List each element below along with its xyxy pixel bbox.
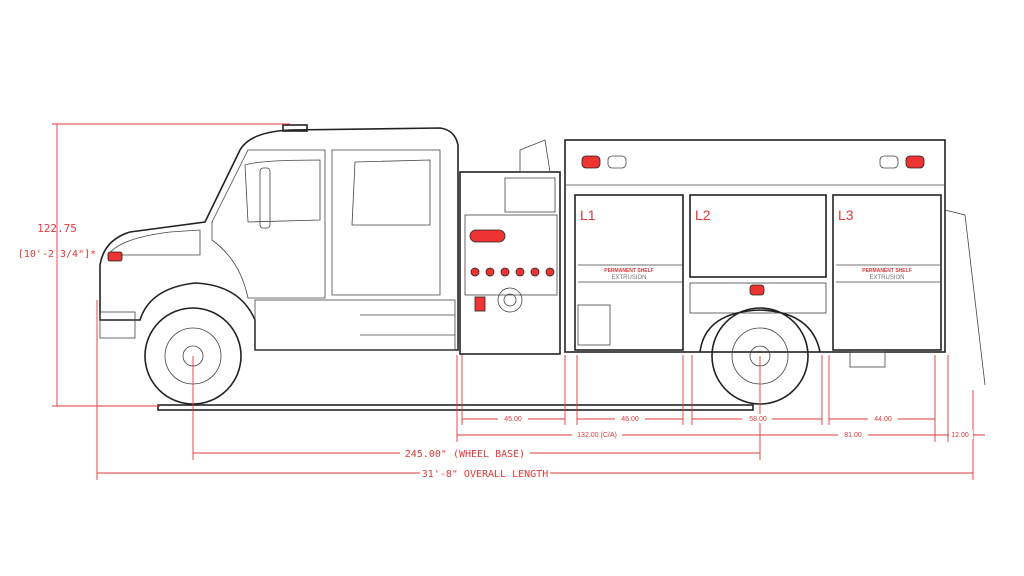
compartment-l2 bbox=[689, 194, 827, 278]
compartment-l1 bbox=[574, 194, 684, 351]
dim-44: 44.00 bbox=[874, 416, 892, 423]
height-dimension bbox=[52, 123, 290, 407]
shelf-label-l1: PERMANENT SHELF bbox=[604, 268, 653, 274]
dim-overall-length: 31'-8" OVERALL LENGTH bbox=[422, 469, 548, 480]
compartment-label-l3: L3 bbox=[838, 207, 854, 223]
dim-cab-to-axle: 132.00 (C/A) bbox=[577, 432, 617, 439]
pump-panel bbox=[459, 139, 561, 355]
apparatus-body bbox=[564, 139, 986, 386]
extrusion-label-l3: EXTRUSION bbox=[869, 275, 904, 281]
dim-58: 58.00 bbox=[749, 416, 767, 423]
extrusion-label-l1: EXTRUSION bbox=[611, 275, 646, 281]
dim-12: 12.00 bbox=[951, 432, 969, 439]
ground-line bbox=[157, 404, 754, 411]
shelf-label-l3: PERMANENT SHELF bbox=[862, 268, 911, 274]
compartment-label-l1: L1 bbox=[580, 207, 596, 223]
dimension-lines bbox=[97, 418, 985, 474]
extension-lines bbox=[96, 300, 974, 480]
compartment-l3 bbox=[832, 194, 942, 351]
height-dim-ft-text: [10'-2 3/4"]* bbox=[18, 249, 96, 260]
dim-wheel-base: 245.00" (WHEEL BASE) bbox=[405, 449, 525, 460]
height-dim-text: 122.75 bbox=[37, 222, 77, 235]
dim-81: 81.00 bbox=[844, 432, 862, 439]
dim-46: 46.00 bbox=[621, 416, 639, 423]
cab bbox=[99, 124, 459, 351]
dimension-labels: 45.00 46.00 58.00 44.00 132.00 (C/A) 81.… bbox=[400, 414, 973, 480]
compartment-label-l2: L2 bbox=[695, 207, 711, 223]
dim-45: 45.00 bbox=[504, 416, 522, 423]
